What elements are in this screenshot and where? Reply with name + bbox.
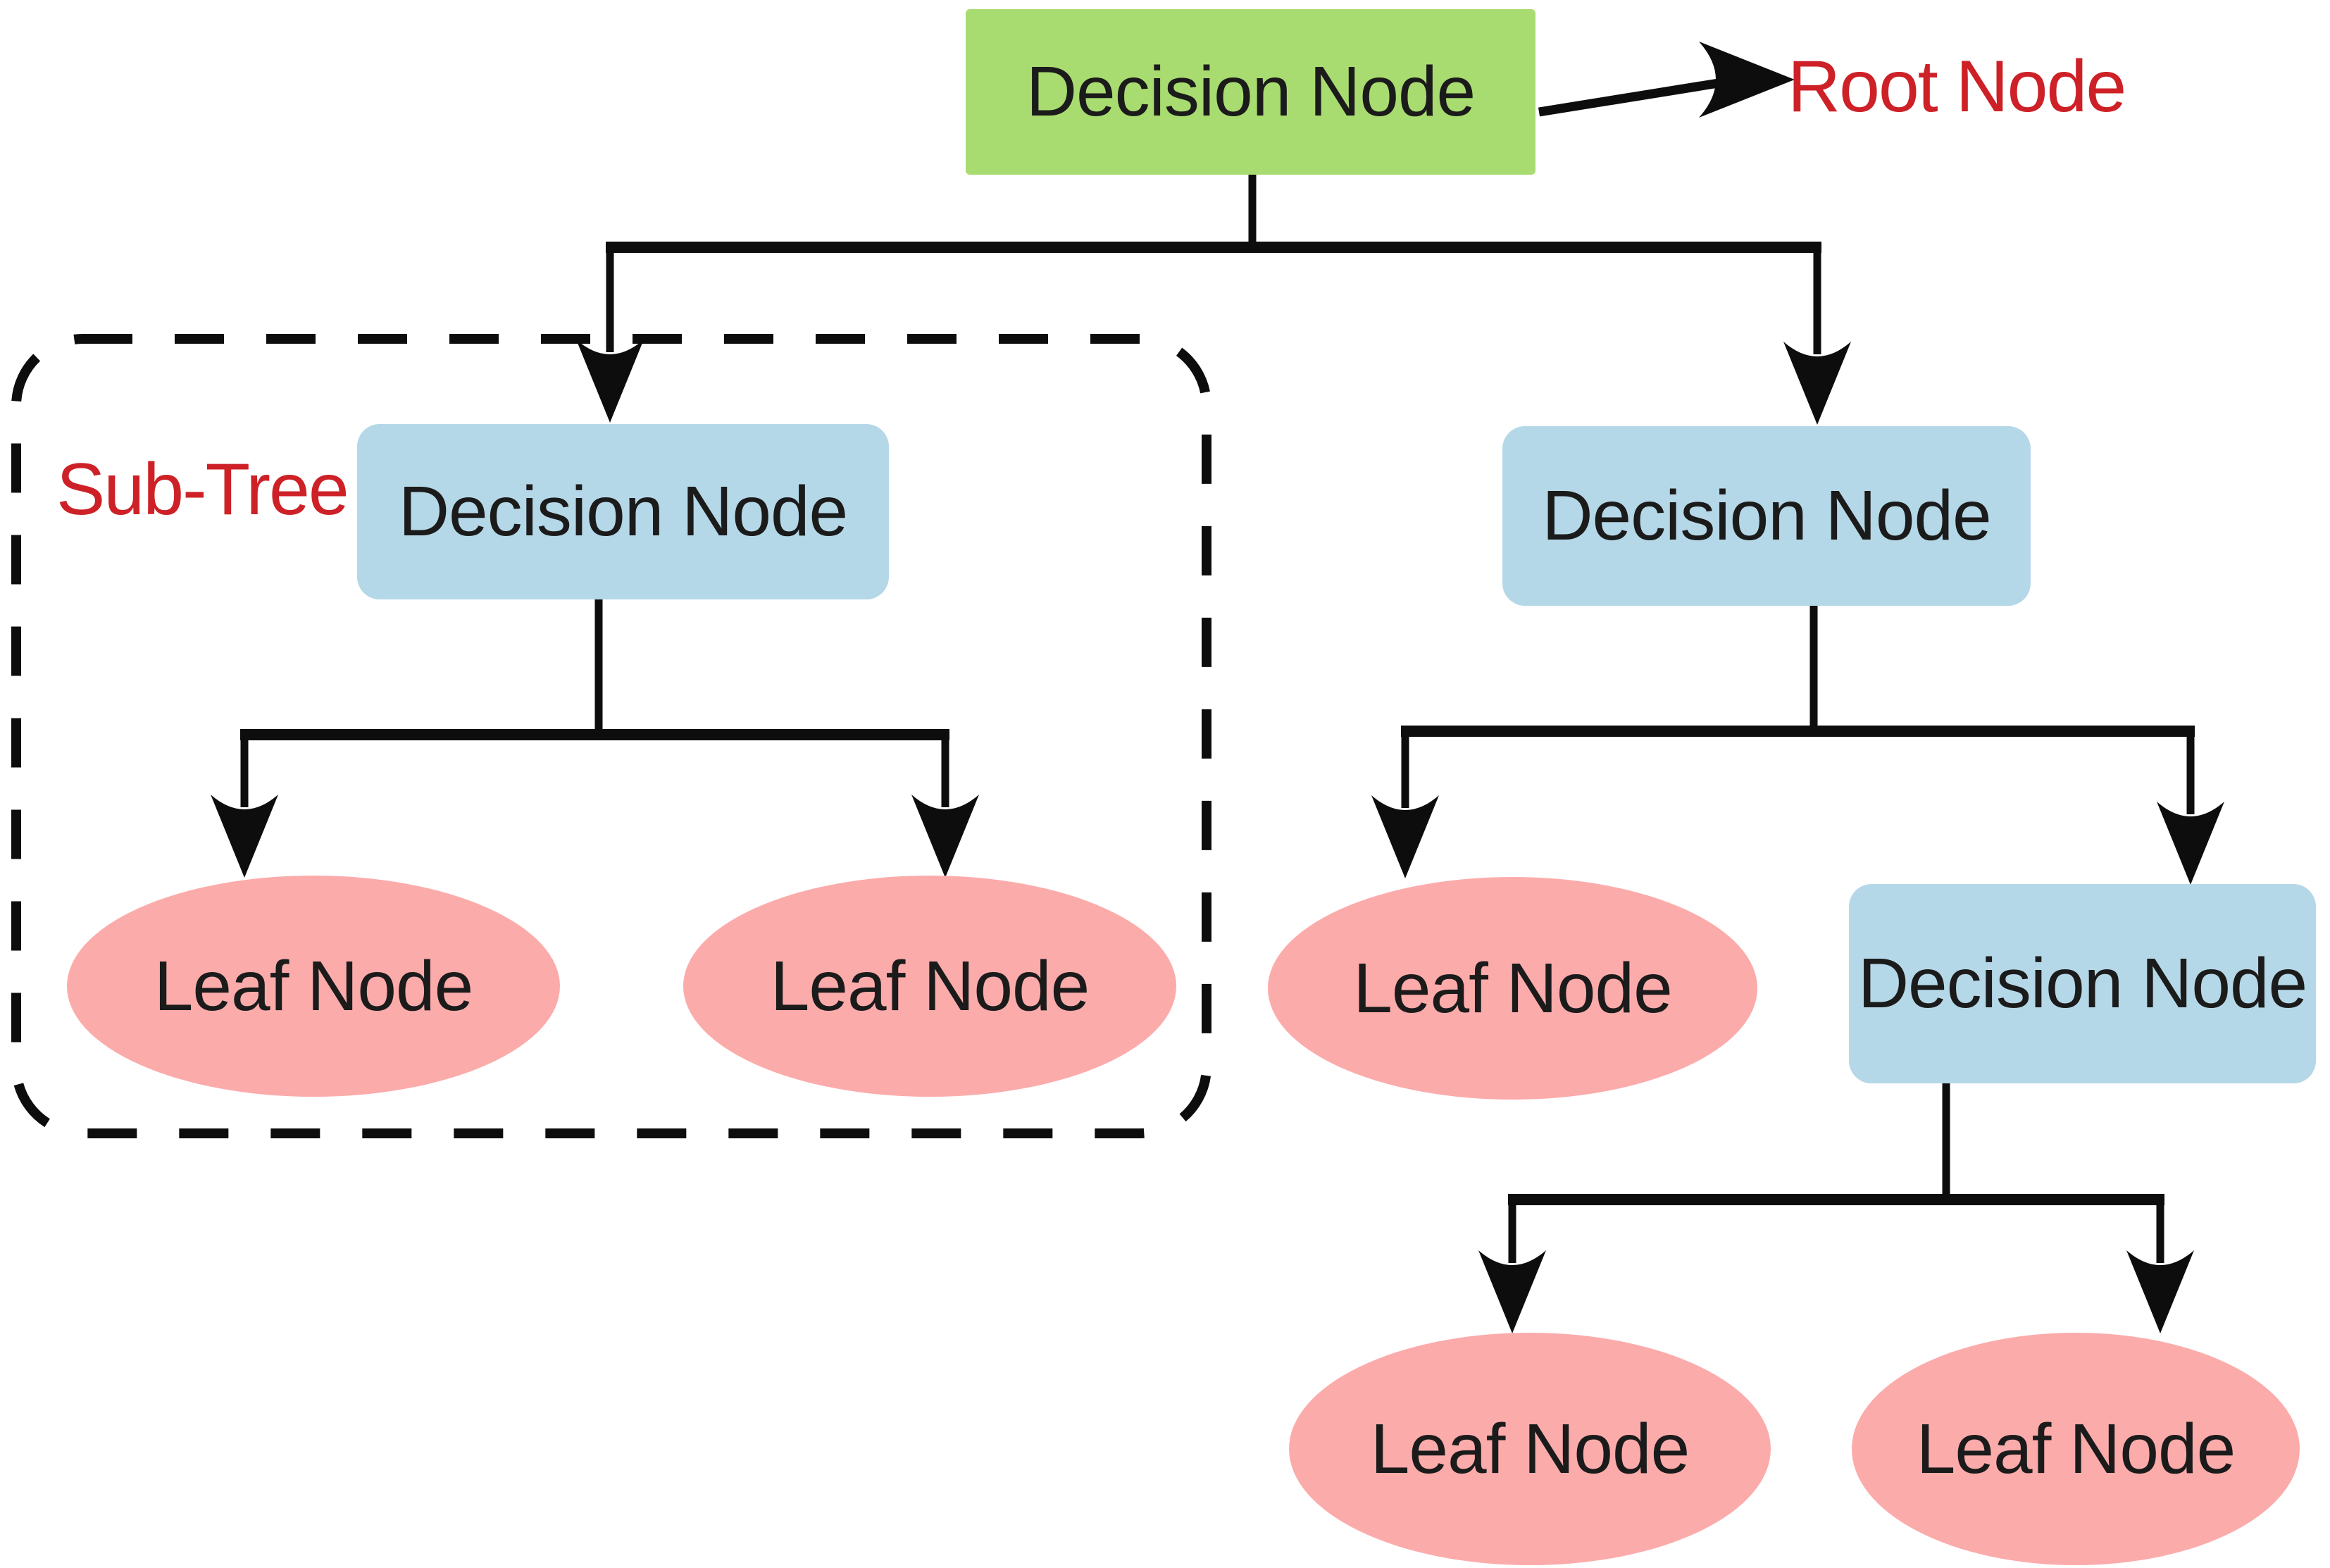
child-leaf-node-1-label: Leaf Node (1370, 1409, 1690, 1488)
subtree-leaf-node-2-label: Leaf Node (770, 946, 1090, 1026)
subtree-decision-node-label: Decision Node (398, 472, 848, 551)
root-decision-node: Decision Node (966, 9, 1535, 175)
subtree-leaf-node-2: Leaf Node (683, 876, 1176, 1097)
root-node-annotation: Root Node (1788, 46, 2126, 127)
root-decision-node-label: Decision Node (1026, 52, 1476, 131)
right-leaf-node-label: Leaf Node (1353, 948, 1672, 1028)
subtree-leaf-node-1: Leaf Node (67, 876, 560, 1097)
subtree-leaf-node-1-label: Leaf Node (154, 946, 473, 1026)
child-decision-node: Decision Node (1849, 884, 2316, 1083)
arrowhead-into-subtree-decision (576, 340, 644, 423)
right-decision-node: Decision Node (1502, 426, 2031, 606)
subtree-decision-node: Decision Node (357, 424, 889, 599)
arrowhead-root-annotation (1699, 42, 1795, 118)
arrowhead-into-right-decision (1783, 342, 1851, 425)
arrowhead-into-child-decision (2157, 802, 2224, 885)
child-decision-node-label: Decision Node (1857, 944, 2307, 1023)
connector-lines (240, 77, 2195, 1263)
arrowheads (211, 42, 2224, 1333)
right-leaf-node: Leaf Node (1268, 877, 1757, 1100)
subtree-annotation: Sub-Tree (56, 449, 349, 530)
subtree-dashed-border (11, 334, 1211, 1138)
arrowhead-into-subtree-leaf-2 (911, 795, 979, 878)
arrowhead-into-right-leaf (1371, 795, 1439, 878)
arrowhead-into-child-leaf-2 (2126, 1250, 2194, 1333)
root-annotation-arrow-shaft (1538, 77, 1728, 117)
arrowhead-into-child-leaf-1 (1478, 1250, 1546, 1333)
arrowhead-into-subtree-leaf-1 (211, 795, 278, 878)
right-decision-node-label: Decision Node (1542, 476, 1991, 555)
child-leaf-node-1: Leaf Node (1289, 1333, 1771, 1565)
child-leaf-node-2: Leaf Node (1852, 1333, 2300, 1565)
child-leaf-node-2-label: Leaf Node (1916, 1409, 2236, 1488)
